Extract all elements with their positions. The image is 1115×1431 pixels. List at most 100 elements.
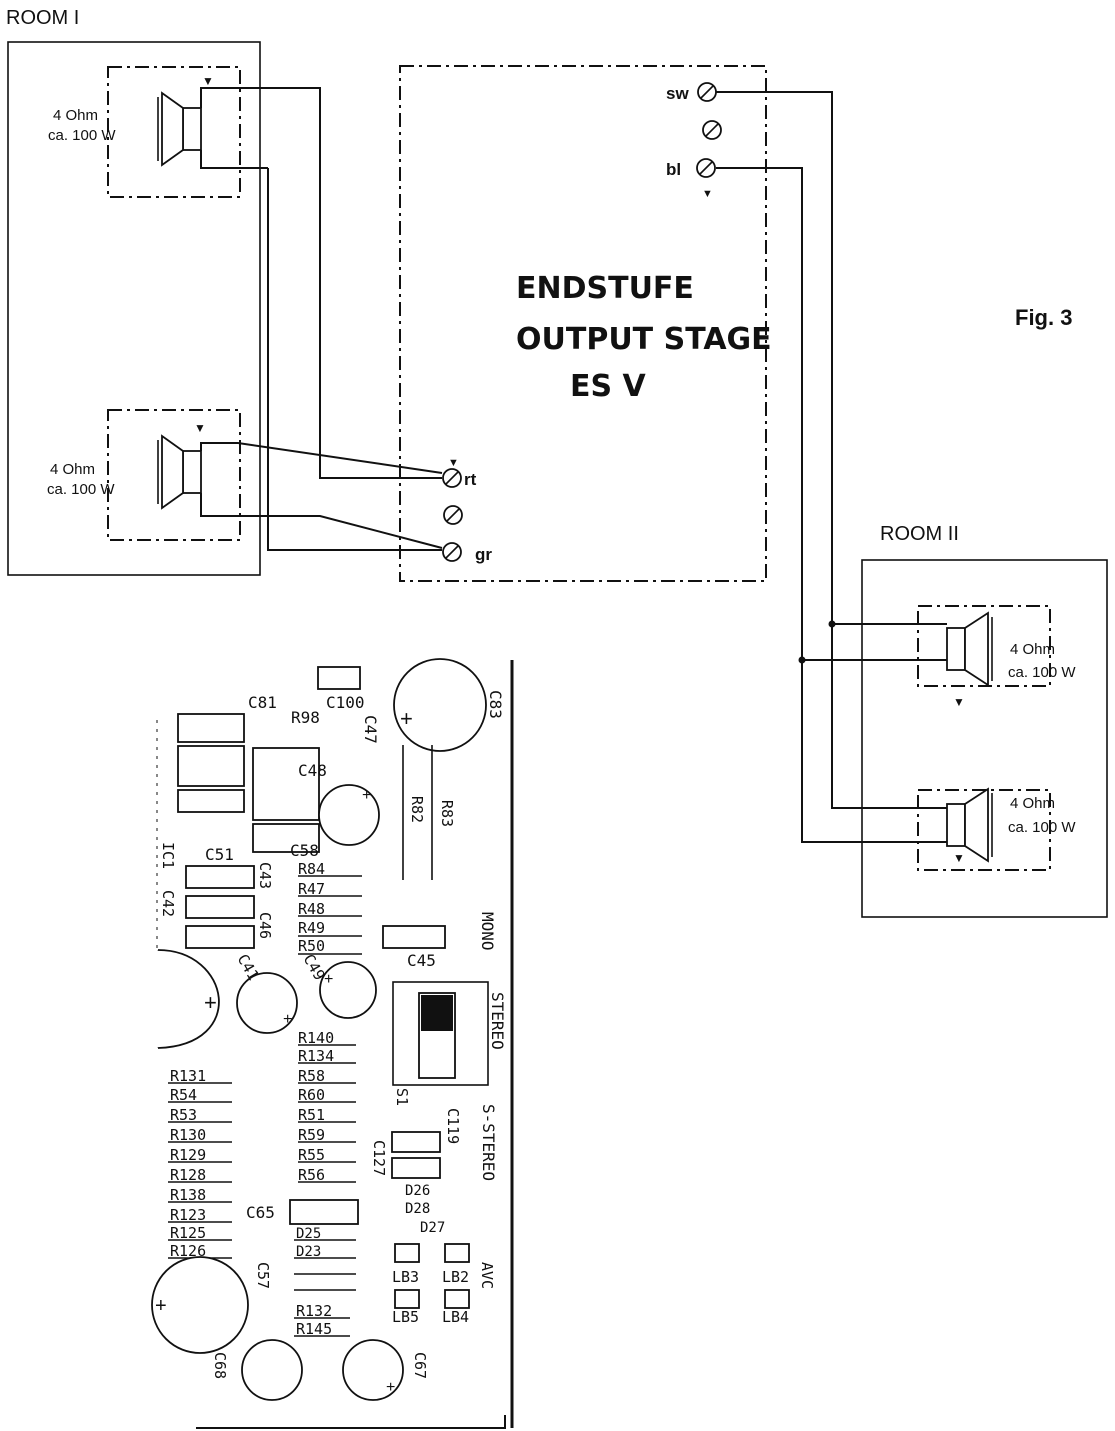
plus-sign: + bbox=[400, 706, 413, 731]
polarity-mark: ▼ bbox=[448, 457, 459, 469]
speaker-impedance: 4 Ohm bbox=[50, 461, 95, 478]
component-label: LB4 bbox=[442, 1308, 469, 1326]
lb-block bbox=[444, 1243, 470, 1263]
room1-title: ROOM I bbox=[6, 7, 79, 29]
component-label: C46 bbox=[256, 912, 274, 939]
capacitor bbox=[185, 865, 255, 889]
capacitor bbox=[289, 1199, 359, 1225]
room2-frame bbox=[861, 559, 1108, 918]
resistor-group-a: R84 R47 R48 R49 R50 bbox=[298, 860, 362, 955]
room1-speaker-bottom: 4 Ohm ca. 100 W ▼ bbox=[47, 409, 241, 541]
component-label: C127 bbox=[370, 1140, 388, 1176]
speaker-enclosure bbox=[107, 66, 241, 198]
component-label: R51 bbox=[298, 1106, 325, 1124]
terminal-middle-bottom bbox=[443, 505, 463, 525]
speaker-power: ca. 100 W bbox=[48, 127, 116, 144]
speaker-power: ca. 100 W bbox=[47, 481, 115, 498]
plus-sign: + bbox=[283, 1011, 292, 1028]
polarity-mark: ▼ bbox=[702, 188, 713, 200]
capacitor-block bbox=[252, 747, 320, 821]
resistor-group-b: R140 R134 R58 R60 R51 R59 R55 R56 bbox=[298, 1029, 356, 1184]
lb-block bbox=[444, 1289, 470, 1309]
component-label: D27 bbox=[420, 1220, 445, 1236]
component-label: C100 bbox=[326, 693, 365, 712]
switch-label-stereo: STEREO bbox=[488, 992, 507, 1050]
ic-block bbox=[177, 745, 245, 787]
speaker-enclosure bbox=[917, 605, 1051, 687]
mode-switch[interactable] bbox=[392, 981, 489, 1086]
output-stage-enclosure bbox=[399, 65, 767, 582]
terminal-label: bl bbox=[666, 160, 681, 179]
component-label: R84 bbox=[298, 860, 325, 878]
component-label: C47 bbox=[361, 715, 380, 744]
component-label: R98 bbox=[291, 708, 320, 727]
room2-wiring bbox=[716, 91, 947, 843]
component-label: C45 bbox=[407, 951, 436, 970]
switch-knob[interactable] bbox=[421, 995, 453, 1031]
polarity-mark: ▼ bbox=[202, 74, 214, 88]
component-label: R47 bbox=[298, 880, 325, 898]
room2-speaker-bottom: 4 Ohm ca. 100 W ▼ bbox=[917, 787, 1076, 871]
component-label: D23 bbox=[296, 1244, 321, 1260]
ic-block bbox=[177, 713, 245, 743]
component-label: R59 bbox=[298, 1126, 325, 1144]
lb-block bbox=[394, 1243, 420, 1263]
plus-sign: + bbox=[204, 990, 217, 1015]
component-label: R134 bbox=[298, 1047, 334, 1065]
room1-frame bbox=[7, 41, 261, 576]
switch-label-s-stereo: S-STEREO bbox=[479, 1104, 498, 1181]
electrolytic-capacitor bbox=[342, 1339, 404, 1401]
component-label: R129 bbox=[170, 1146, 206, 1164]
room1-speaker-top: 4 Ohm ca. 100 W ▼ bbox=[48, 66, 268, 198]
polarity-mark: ▼ bbox=[194, 421, 206, 435]
component-label: C51 bbox=[205, 845, 234, 864]
component-label: R60 bbox=[298, 1086, 325, 1104]
component-label: R130 bbox=[170, 1126, 206, 1144]
component-label: C65 bbox=[246, 1203, 275, 1222]
component-label: R138 bbox=[170, 1186, 206, 1204]
output-stage: ENDSTUFE OUTPUT STAGE ES V sw bl ▼ rt ▼ … bbox=[399, 65, 772, 582]
room2-title: ROOM II bbox=[880, 523, 959, 545]
terminal-label: sw bbox=[666, 84, 689, 103]
component-label: C58 bbox=[290, 841, 319, 860]
speaker-impedance: 4 Ohm bbox=[1010, 641, 1055, 658]
resistor-group-c: R131 R54 R53 R130 R129 R128 R138 R123 R1… bbox=[168, 1067, 232, 1260]
electrolytic-capacitor bbox=[236, 972, 298, 1034]
component-label: C68 bbox=[211, 1352, 229, 1379]
ic-block bbox=[177, 789, 245, 813]
figure-label: Fig. 3 bbox=[1015, 305, 1072, 330]
capacitor bbox=[185, 895, 255, 919]
switch-label-avc: AVC bbox=[478, 1262, 496, 1289]
component-label: R83 bbox=[438, 800, 456, 827]
polarity-mark: ▼ bbox=[953, 695, 965, 709]
plus-sign: + bbox=[386, 1379, 395, 1396]
lb-block bbox=[394, 1289, 420, 1309]
terminal-middle-top bbox=[702, 120, 722, 140]
component-label: R123 bbox=[170, 1206, 206, 1224]
component-label: LB2 bbox=[442, 1268, 469, 1286]
component-label: C42 bbox=[159, 890, 177, 917]
component-label: IC1 bbox=[159, 842, 177, 869]
component-label: R54 bbox=[170, 1086, 197, 1104]
terminal-bl: bl ▼ bbox=[666, 158, 716, 200]
pcb-layout: C100 C81 + C83 R98 C47 C48 + R82 R83 C51… bbox=[151, 658, 514, 1429]
output-stage-model: ES V bbox=[570, 369, 647, 404]
speaker-icon bbox=[157, 91, 202, 167]
speaker-icon bbox=[946, 787, 993, 863]
speaker-impedance: 4 Ohm bbox=[53, 107, 98, 124]
diode-stack: D25 D23 bbox=[294, 1226, 356, 1291]
speaker-icon bbox=[157, 434, 202, 510]
junction-dot bbox=[798, 656, 806, 664]
switch-label-mono: MONO bbox=[478, 912, 497, 951]
component-label: R140 bbox=[298, 1029, 334, 1047]
terminal-sw: sw bbox=[666, 82, 717, 103]
electrolytic-capacitor bbox=[151, 1256, 249, 1354]
component-label: R48 bbox=[298, 900, 325, 918]
speaker-enclosure bbox=[107, 409, 241, 541]
output-stage-title: ENDSTUFE bbox=[516, 271, 694, 306]
component-label: R58 bbox=[298, 1067, 325, 1085]
component-label: R55 bbox=[298, 1146, 325, 1164]
component-label: R82 bbox=[408, 796, 426, 823]
electrolytic-capacitor bbox=[393, 658, 487, 752]
polarity-mark: ▼ bbox=[953, 851, 965, 865]
